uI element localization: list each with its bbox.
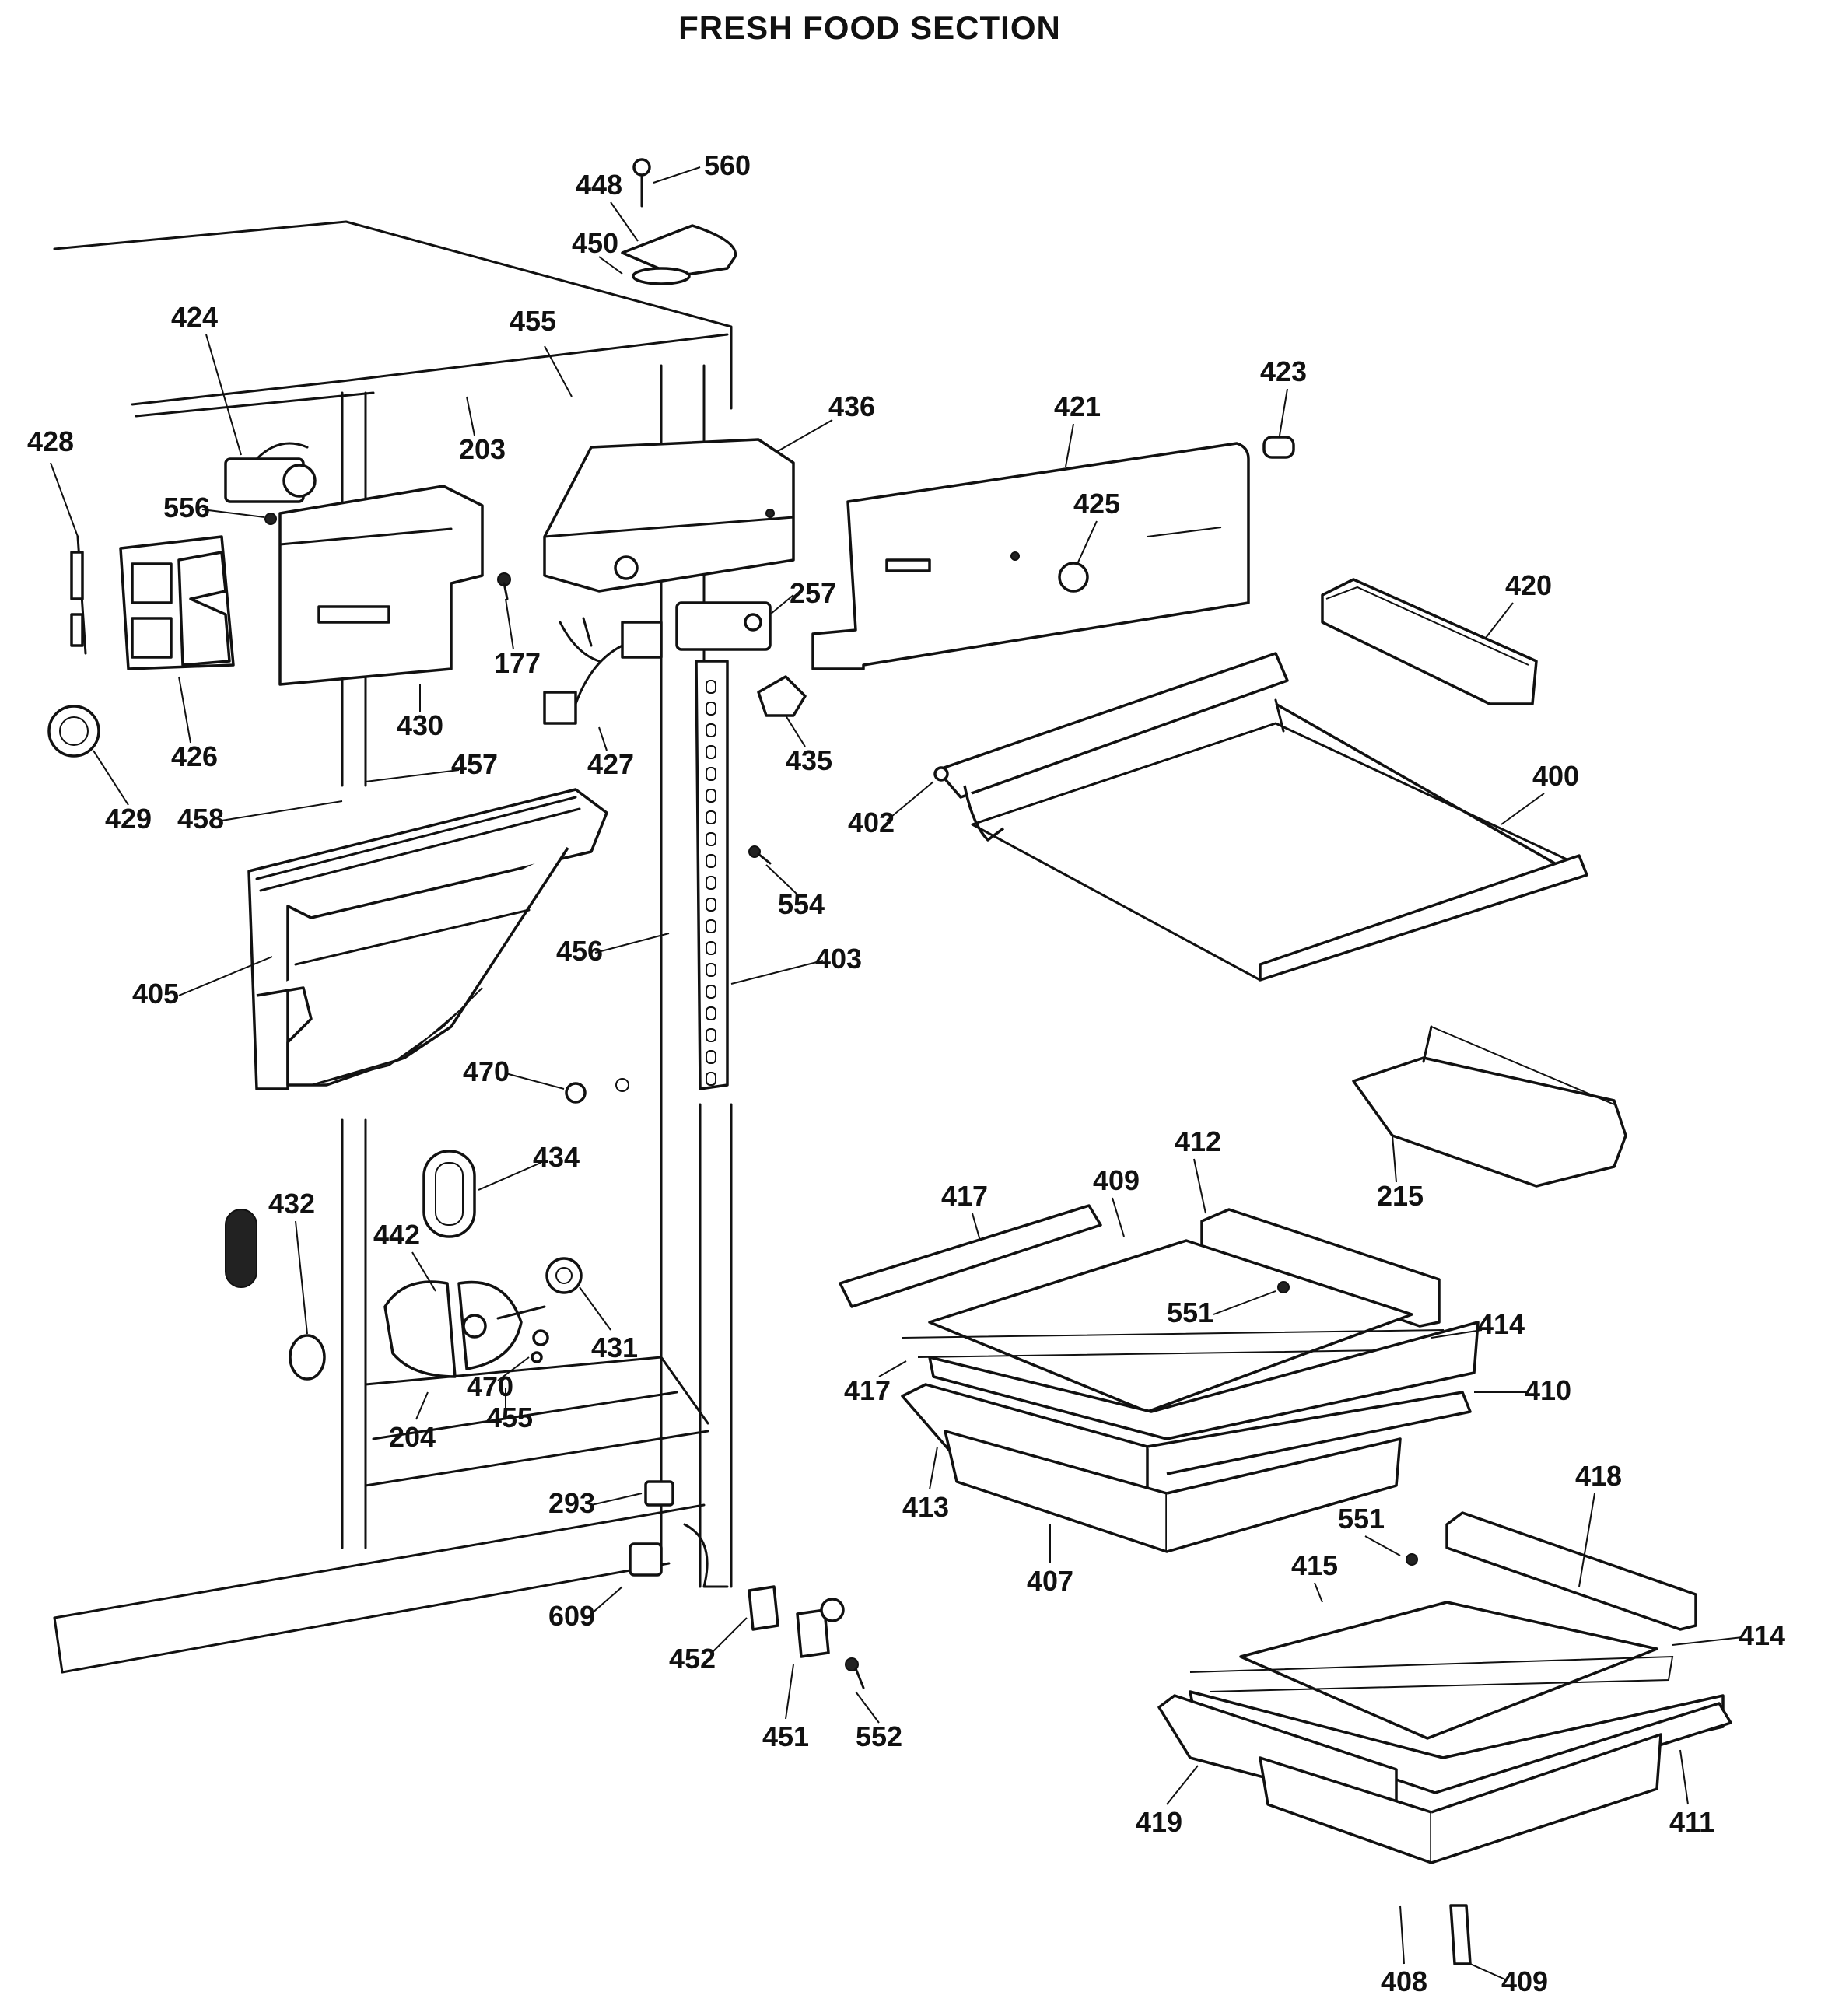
bushing-432 xyxy=(289,1334,326,1381)
part-label: 411 xyxy=(1669,1806,1714,1838)
hole-plug-upper xyxy=(565,1078,629,1104)
part-label: 455 xyxy=(510,305,556,337)
part-label: 432 xyxy=(268,1188,315,1220)
part-label: 551 xyxy=(1167,1297,1213,1328)
part-label: 458 xyxy=(177,803,224,835)
part-label: 470 xyxy=(467,1370,513,1402)
part-label: 552 xyxy=(856,1720,902,1752)
part-label: 400 xyxy=(1532,760,1579,792)
part-label: 419 xyxy=(1136,1806,1182,1838)
part-label: 456 xyxy=(556,935,603,967)
part-label: 409 xyxy=(1501,1965,1548,1997)
part-label: 403 xyxy=(815,943,862,975)
part-label: 551 xyxy=(1338,1503,1385,1535)
part-label: 556 xyxy=(163,492,210,523)
light-socket xyxy=(757,675,807,717)
part-label: 457 xyxy=(451,748,498,780)
utility-bin xyxy=(1352,1025,1627,1188)
part-label: 204 xyxy=(389,1421,436,1453)
hardware-293 xyxy=(644,1480,674,1507)
part-label: 448 xyxy=(576,169,622,201)
part-label: 420 xyxy=(1505,569,1552,601)
part-label: 470 xyxy=(463,1055,510,1087)
part-label: 424 xyxy=(171,301,218,333)
damper-control xyxy=(383,1280,546,1378)
knob-431 xyxy=(545,1257,583,1294)
part-label: 409 xyxy=(1093,1164,1140,1196)
part-label: 405 xyxy=(132,978,179,1010)
part-label: 428 xyxy=(27,425,74,457)
shelf-ladder xyxy=(695,660,729,1090)
leader-lines xyxy=(50,166,1743,1980)
part-labels: 560 448 450 424 455 203 428 556 436 421 … xyxy=(27,149,1785,1997)
vent-slot xyxy=(225,1209,257,1288)
part-label: 425 xyxy=(1073,488,1120,520)
air-duct xyxy=(119,535,235,670)
part-label: 554 xyxy=(778,888,825,920)
part-label: 450 xyxy=(572,227,618,259)
wiring-harness xyxy=(543,617,663,725)
part-label: 434 xyxy=(533,1141,580,1173)
part-label: 203 xyxy=(459,433,506,465)
part-label: 414 xyxy=(1478,1308,1525,1340)
hardware-609 xyxy=(629,1542,663,1577)
part-label: 436 xyxy=(828,390,875,422)
part-label: 402 xyxy=(848,807,895,838)
part-label: 427 xyxy=(587,748,634,780)
part-label: 423 xyxy=(1260,355,1307,387)
screw-551-lower xyxy=(1406,1553,1418,1566)
part-label: 177 xyxy=(494,647,541,679)
diagram-title: FRESH FOOD SECTION xyxy=(678,9,1061,46)
part-label: 414 xyxy=(1739,1619,1785,1651)
thermostat-bracket xyxy=(70,535,87,655)
part-label: 410 xyxy=(1525,1374,1571,1406)
bottom-hinge-451 xyxy=(796,1598,845,1658)
part-label: 257 xyxy=(790,577,836,609)
control-housing xyxy=(278,485,484,686)
evaporator-fan-motor xyxy=(224,442,317,525)
part-label: 455 xyxy=(486,1402,533,1433)
part-label: 426 xyxy=(171,740,218,772)
part-label: 452 xyxy=(669,1643,716,1675)
part-label: 430 xyxy=(397,709,443,741)
part-label: 293 xyxy=(548,1487,595,1519)
part-label: 435 xyxy=(786,744,832,776)
part-label: 417 xyxy=(941,1180,988,1212)
part-label: 407 xyxy=(1027,1565,1073,1597)
temperature-dial xyxy=(47,705,100,758)
lower-crisper-assembly xyxy=(1157,1511,1732,1965)
part-label: 429 xyxy=(105,803,152,835)
top-hinge xyxy=(621,158,737,285)
part-label: 421 xyxy=(1054,390,1101,422)
part-label: 418 xyxy=(1575,1460,1622,1492)
light-lens xyxy=(422,1150,476,1238)
part-label: 412 xyxy=(1175,1125,1221,1157)
part-label: 417 xyxy=(844,1374,891,1406)
light-shield xyxy=(543,438,795,593)
screw-554 xyxy=(748,845,772,865)
hinge-plate-452 xyxy=(748,1585,779,1631)
upper-crisper-assembly xyxy=(839,1204,1480,1553)
part-label: 215 xyxy=(1377,1180,1424,1212)
dairy-bin xyxy=(1321,578,1538,705)
glass-shelf xyxy=(933,652,1588,982)
part-label: 442 xyxy=(373,1219,420,1251)
part-label: 609 xyxy=(548,1600,595,1632)
screw-551-upper xyxy=(1277,1281,1290,1293)
hole-plug-lower xyxy=(531,1329,549,1363)
defrost-timer xyxy=(675,601,772,651)
part-label: 408 xyxy=(1381,1965,1427,1997)
control-panel xyxy=(811,442,1250,670)
crisper-pan-cover xyxy=(247,788,608,1090)
part-label: 560 xyxy=(704,149,751,181)
knob-423 xyxy=(1262,436,1295,459)
screw-552 xyxy=(845,1657,865,1689)
part-label: 413 xyxy=(902,1491,949,1523)
part-label: 431 xyxy=(591,1332,638,1363)
part-label: 451 xyxy=(762,1720,809,1752)
part-label: 415 xyxy=(1291,1549,1338,1581)
screw-177 xyxy=(497,572,511,600)
